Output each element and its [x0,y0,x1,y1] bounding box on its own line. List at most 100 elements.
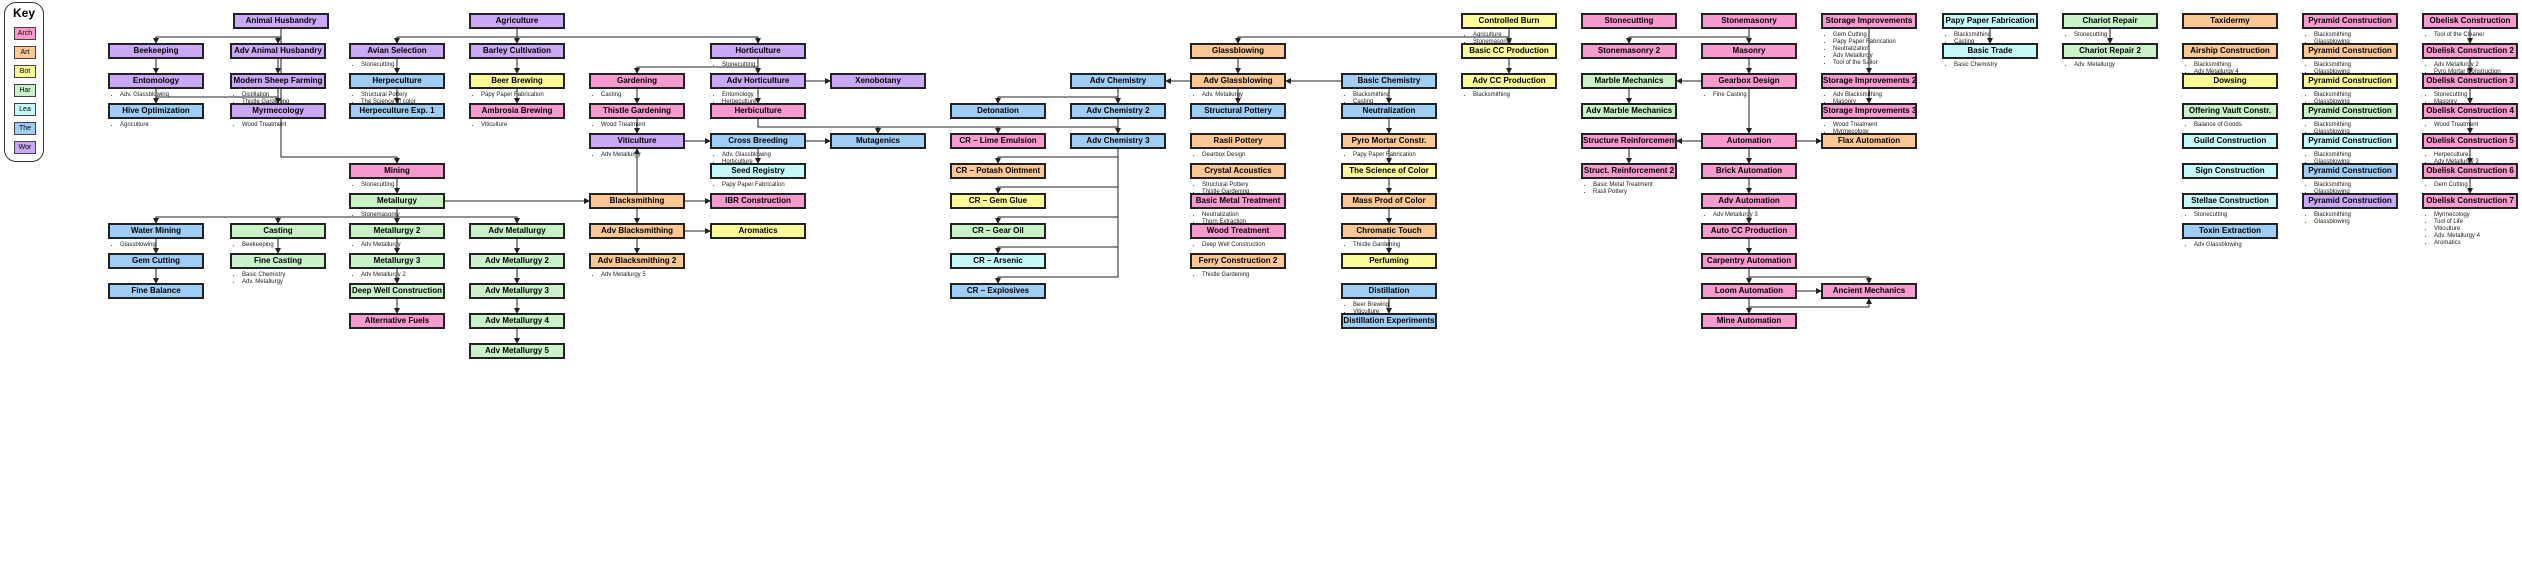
node-basic-chemistry[interactable]: Basic Chemistry [1341,73,1437,89]
node-adv-metallurgy3[interactable]: Adv Metallurgy 3 [469,283,565,299]
node-adv-cc-production[interactable]: Adv CC Production [1461,73,1557,89]
node-gem-cutting[interactable]: Gem Cutting [108,253,204,269]
node-herpeculture-exp[interactable]: Herpeculture Exp. 1 [349,103,445,119]
node-ancient-mechanics[interactable]: Ancient Mechanics [1821,283,1917,299]
node-loom-automation[interactable]: Loom Automation [1701,283,1797,299]
node-modern-sheep-farming[interactable]: Modern Sheep Farming [230,73,326,89]
node-cross-breeding[interactable]: Cross Breeding [710,133,806,149]
node-struct-reinforcement2[interactable]: Struct. Reinforcement 2 [1581,163,1677,179]
node-beekeeping[interactable]: Beekeeping [108,43,204,59]
node-adv-blacksmithing[interactable]: Adv Blacksmithing [589,223,685,239]
node-adv-marble-mechanics[interactable]: Adv Marble Mechanics [1581,103,1677,119]
node-papy-paper[interactable]: Papy Paper Fabrication [1942,13,2038,29]
node-mine-automation[interactable]: Mine Automation [1701,313,1797,329]
node-herbiculture[interactable]: Herbiculture [710,103,806,119]
node-adv-metallurgy4[interactable]: Adv Metallurgy 4 [469,313,565,329]
node-auto-cc-production[interactable]: Auto CC Production [1701,223,1797,239]
node-adv-metallurgy2[interactable]: Adv Metallurgy 2 [469,253,565,269]
node-wood-treatment[interactable]: Wood Treatment [1190,223,1286,239]
node-pyramid7[interactable]: Pyramid Construction [2302,193,2398,209]
node-adv-chemistry2[interactable]: Adv Chemistry 2 [1070,103,1166,119]
node-horticulture[interactable]: Horticulture [710,43,806,59]
node-adv-metallurgy5[interactable]: Adv Metallurgy 5 [469,343,565,359]
node-deep-well[interactable]: Deep Well Construction [349,283,445,299]
node-mass-prod-color[interactable]: Mass Prod of Color [1341,193,1437,209]
node-blacksmithing[interactable]: Blacksmithing [589,193,685,209]
node-beer-brewing[interactable]: Beer Brewing [469,73,565,89]
node-distillation-exp[interactable]: Distillation Experiments [1341,313,1437,329]
node-water-mining[interactable]: Water Mining [108,223,204,239]
node-rasli-pottery[interactable]: Rasli Pottery [1190,133,1286,149]
node-obelisk5[interactable]: Obelisk Construction 5 [2422,133,2518,149]
node-flax-automation[interactable]: Flax Automation [1821,133,1917,149]
node-adv-automation[interactable]: Adv Automation [1701,193,1797,209]
node-alternative-fuels[interactable]: Alternative Fuels [349,313,445,329]
node-glassblowing[interactable]: Glassblowing [1190,43,1286,59]
node-perfuming[interactable]: Perfuming [1341,253,1437,269]
node-cr-potash[interactable]: CR – Potash Ointment [950,163,1046,179]
node-dowsing[interactable]: Dowsing [2182,73,2278,89]
node-taxidermy[interactable]: Taxidermy [2182,13,2278,29]
node-cr-gem-glue[interactable]: CR – Gem Glue [950,193,1046,209]
node-myrmecology[interactable]: Myrmecology [230,103,326,119]
node-toxin-extraction[interactable]: Toxin Extraction [2182,223,2278,239]
node-animal-husbandry[interactable]: Animal Husbandry [233,13,329,29]
node-sign-construction[interactable]: Sign Construction [2182,163,2278,179]
node-automation[interactable]: Automation [1701,133,1797,149]
node-cr-gear-oil[interactable]: CR – Gear Oil [950,223,1046,239]
node-viticulture[interactable]: Viticulture [589,133,685,149]
node-ferry-construction2[interactable]: Ferry Construction 2 [1190,253,1286,269]
node-pyramid5[interactable]: Pyramid Construction [2302,133,2398,149]
node-basic-cc-production[interactable]: Basic CC Production [1461,43,1557,59]
node-science-of-color[interactable]: The Science of Color [1341,163,1437,179]
node-gardening[interactable]: Gardening [589,73,685,89]
node-obelisk7[interactable]: Obelisk Construction 7 [2422,193,2518,209]
node-aromatics[interactable]: Aromatics [710,223,806,239]
node-casting[interactable]: Casting [230,223,326,239]
node-seed-registry[interactable]: Seed Registry [710,163,806,179]
node-obelisk4[interactable]: Obelisk Construction 4 [2422,103,2518,119]
node-mining[interactable]: Mining [349,163,445,179]
node-thistle-gardening[interactable]: Thistle Gardening [589,103,685,119]
node-stonemasonry[interactable]: Stonemasonry [1701,13,1797,29]
node-chromatic-touch[interactable]: Chromatic Touch [1341,223,1437,239]
node-avian-selection[interactable]: Avian Selection [349,43,445,59]
node-adv-animal-husbandry[interactable]: Adv Animal Husbandry [230,43,326,59]
node-pyramid4[interactable]: Pyramid Construction [2302,103,2398,119]
node-adv-blacksmithing2[interactable]: Adv Blacksmithing 2 [589,253,685,269]
node-offering-vault[interactable]: Offering Vault Constr. [2182,103,2278,119]
node-chariot-repair2[interactable]: Chariot Repair 2 [2062,43,2158,59]
node-distillation[interactable]: Distillation [1341,283,1437,299]
node-ibr-construction[interactable]: IBR Construction [710,193,806,209]
node-basic-trade[interactable]: Basic Trade [1942,43,2038,59]
node-airship-construction[interactable]: Airship Construction [2182,43,2278,59]
node-pyramid6[interactable]: Pyramid Construction [2302,163,2398,179]
node-entomology[interactable]: Entomology [108,73,204,89]
node-agriculture[interactable]: Agriculture [469,13,565,29]
node-obelisk2[interactable]: Obelisk Construction 2 [2422,43,2518,59]
node-gearbox-design[interactable]: Gearbox Design [1701,73,1797,89]
node-basic-metal-treatment[interactable]: Basic Metal Treatment [1190,193,1286,209]
node-masonry[interactable]: Masonry [1701,43,1797,59]
node-stonecutting[interactable]: Stonecutting [1581,13,1677,29]
node-storage-improvements3[interactable]: Storage Improvements 3 [1821,103,1917,119]
node-storage-improvements[interactable]: Storage Improvements [1821,13,1917,29]
node-storage-improvements2[interactable]: Storage Improvements 2 [1821,73,1917,89]
node-barley-cultivation[interactable]: Barley Cultivation [469,43,565,59]
node-pyro-mortar[interactable]: Pyro Mortar Constr. [1341,133,1437,149]
node-ambrosia-brewing[interactable]: Ambrosia Brewing [469,103,565,119]
node-adv-glassblowing[interactable]: Adv Glassblowing [1190,73,1286,89]
node-obelisk6[interactable]: Obelisk Construction 6 [2422,163,2518,179]
node-detonation[interactable]: Detonation [950,103,1046,119]
node-herpeculture[interactable]: Herpeculture [349,73,445,89]
node-stonemasonry2[interactable]: Stonemasonry 2 [1581,43,1677,59]
node-stellae-construction[interactable]: Stellae Construction [2182,193,2278,209]
node-controlled-burn[interactable]: Controlled Burn [1461,13,1557,29]
node-pyramid1[interactable]: Pyramid Construction [2302,13,2398,29]
node-obelisk3[interactable]: Obelisk Construction 3 [2422,73,2518,89]
node-guild-construction[interactable]: Guild Construction [2182,133,2278,149]
node-adv-chemistry3[interactable]: Adv Chemistry 3 [1070,133,1166,149]
node-cr-arsenic[interactable]: CR – Arsenic [950,253,1046,269]
node-cr-explosives[interactable]: CR – Explosives [950,283,1046,299]
node-cr-lime[interactable]: CR – Lime Emulsion [950,133,1046,149]
